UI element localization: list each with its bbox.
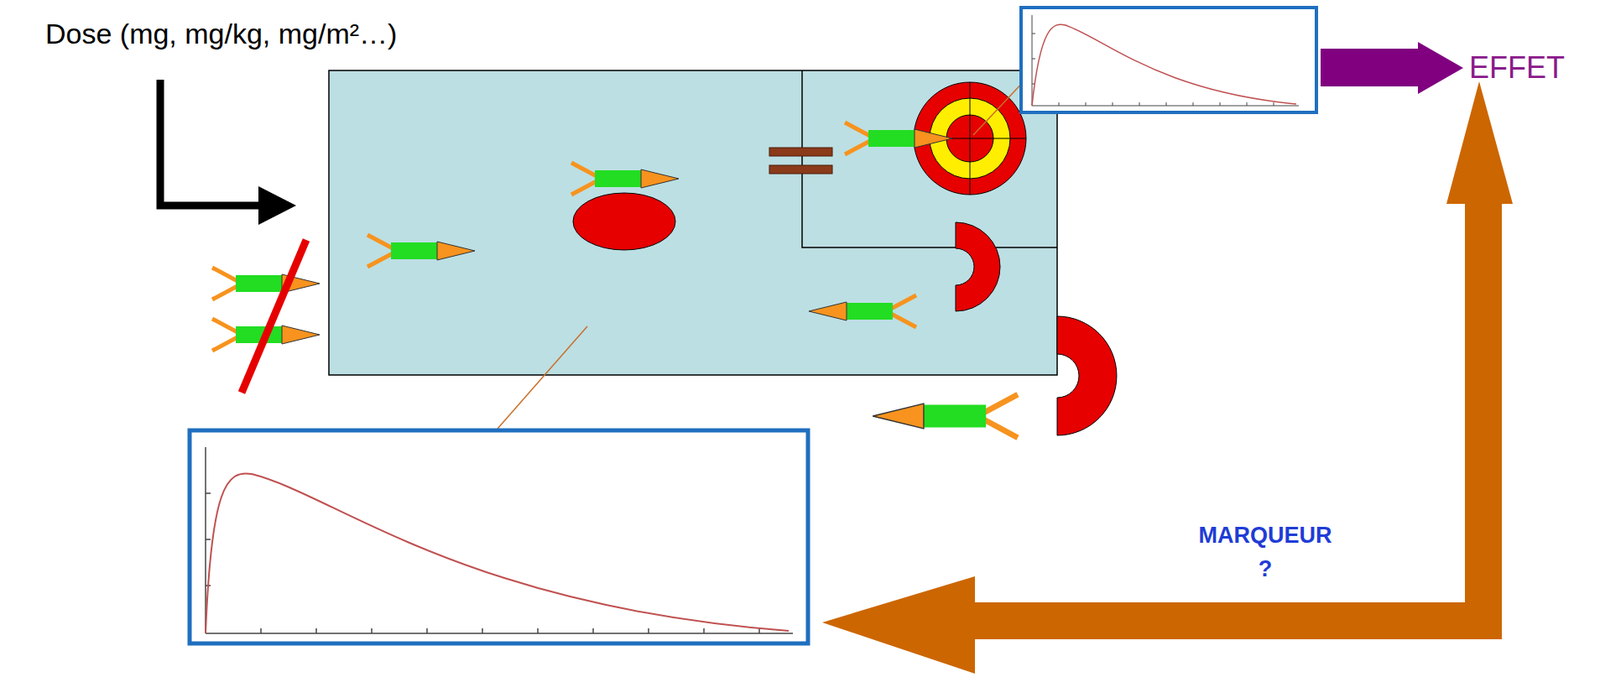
marker-arrow (822, 81, 1513, 674)
effect-arrow (1320, 41, 1464, 94)
antibody-symbol (571, 162, 679, 195)
marker-arrow (1446, 81, 1513, 204)
body-compartment (328, 70, 1058, 376)
effect-arrow (1320, 48, 1420, 87)
concentration-chart (1021, 7, 1317, 113)
membrane-symbol (769, 147, 833, 157)
concentration-chart (205, 493, 760, 634)
membrane-symbol (769, 147, 833, 174)
antibody-symbol (367, 234, 475, 267)
receptor-symbol (955, 222, 1001, 312)
dose-arrow (258, 186, 297, 225)
marker-arrow (822, 576, 975, 674)
concentration-chart (189, 430, 808, 644)
antibody-symbol (212, 122, 1018, 438)
body-compartment (802, 70, 1058, 248)
concentration-chart (205, 632, 793, 635)
antibody-symbol (212, 267, 320, 300)
marker-label: MARQUEUR ? (1189, 518, 1341, 586)
antibody-symbol (844, 122, 953, 155)
concentration-chart (1031, 105, 1299, 107)
dose-arrow (160, 79, 297, 225)
membrane-symbol (769, 165, 833, 174)
dose-label: Dose (mg, mg/kg, mg/m²…) (45, 16, 397, 52)
marker-arrow (1464, 201, 1502, 640)
concentration-chart (205, 473, 789, 634)
antibody-symbol (808, 295, 917, 328)
dose-arrow (160, 79, 262, 206)
blocked-slash (241, 239, 307, 393)
antibody-symbol (872, 394, 1018, 438)
receptor-symbol (1057, 316, 1117, 436)
concentration-chart (204, 447, 207, 634)
target-symbol (969, 82, 971, 195)
plasma-protein (573, 192, 676, 251)
concentration-chart (1021, 7, 1317, 113)
effect-arrow (1417, 41, 1464, 94)
effect-label: EFFET (1469, 49, 1565, 86)
concentration-chart (1031, 24, 1297, 106)
concentration-chart (1031, 15, 1033, 106)
marker-arrow (973, 602, 1502, 640)
concentration-chart (189, 430, 808, 644)
leader-line (497, 326, 588, 429)
body-compartment (328, 70, 1058, 376)
